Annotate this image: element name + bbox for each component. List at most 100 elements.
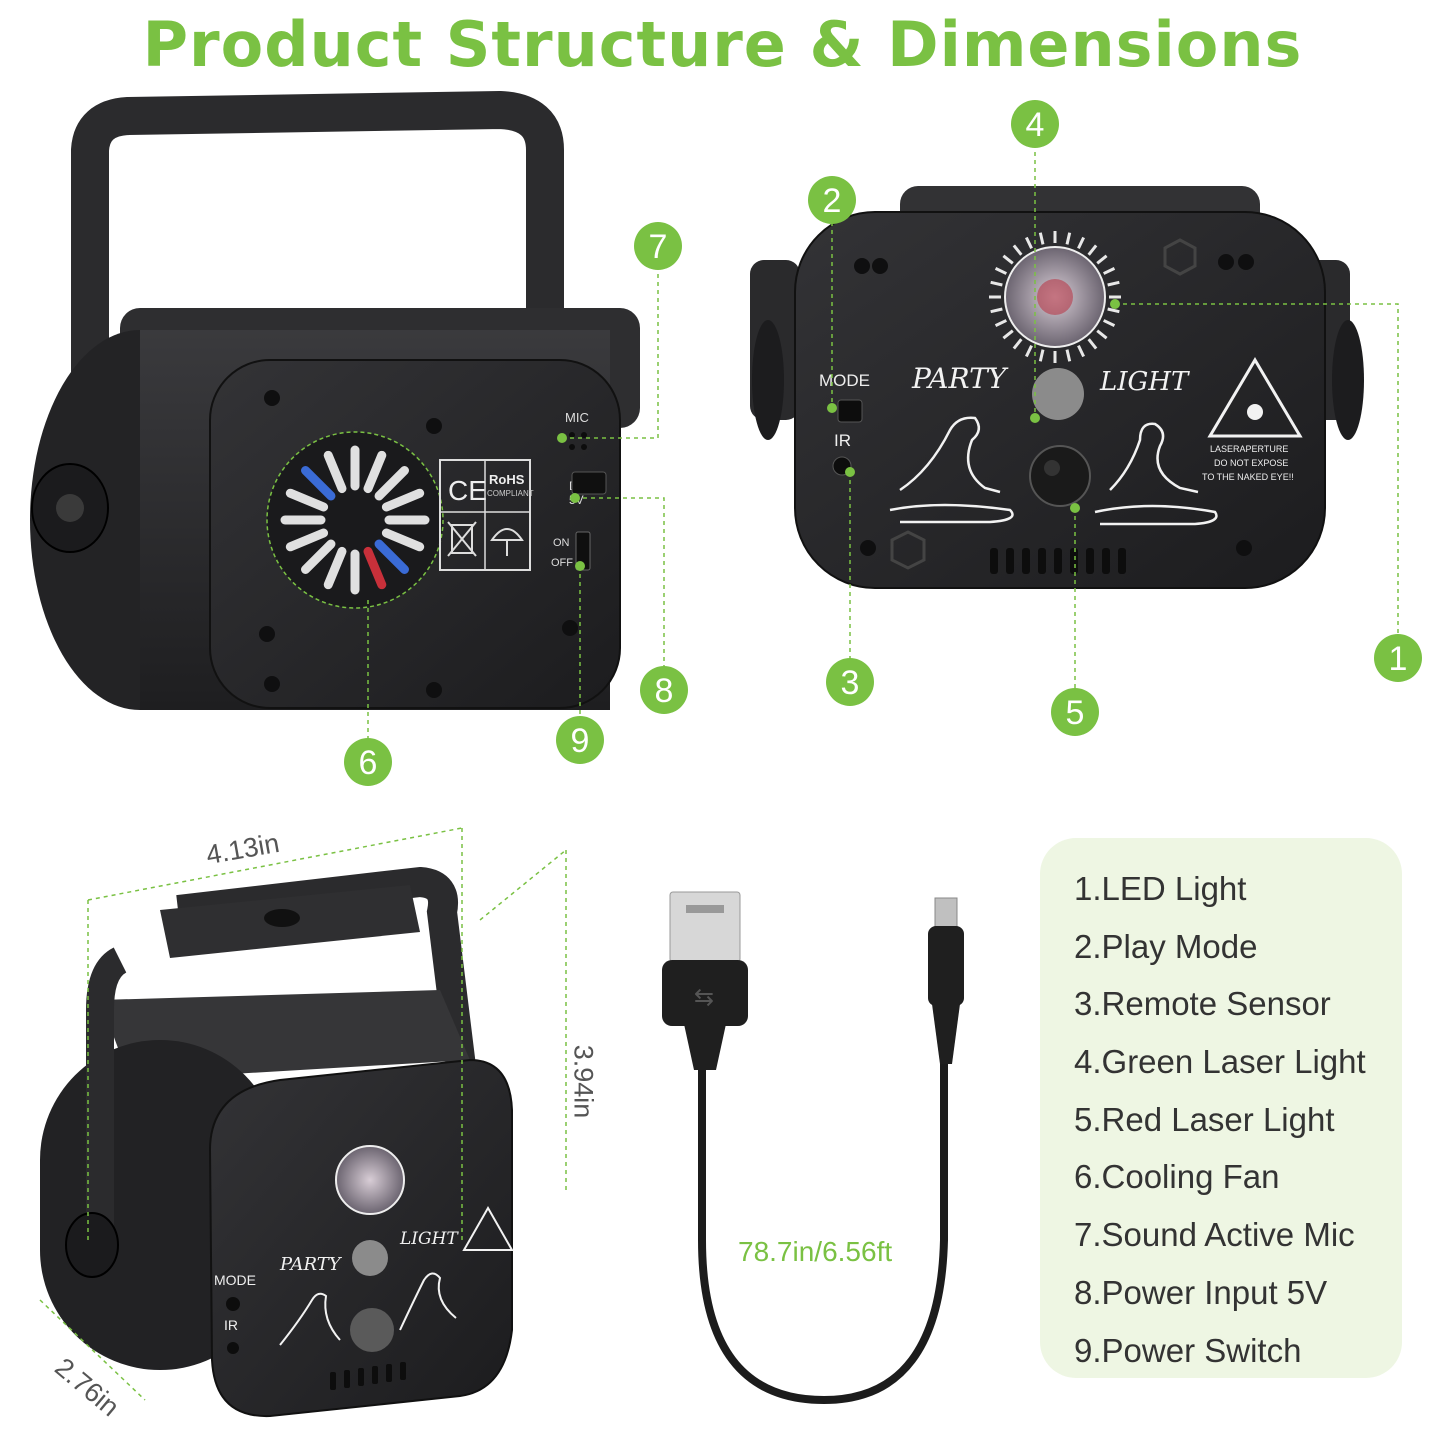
off-label: OFF: [551, 557, 573, 569]
warning-line-2: DO NOT EXPOSE: [1214, 458, 1288, 468]
seal-art-left: [889, 416, 1014, 524]
green-laser-aperture: [1032, 368, 1084, 420]
ir-label: IR: [834, 431, 851, 450]
usb-cable: ⇆: [662, 891, 964, 1405]
sun-ray: [990, 280, 1003, 287]
sun-ray: [1077, 345, 1085, 358]
callout-badge-7: 7: [634, 222, 682, 270]
legend-item: 5.Red Laser Light: [1074, 1100, 1335, 1138]
usb-symbol-icon: ⇆: [694, 983, 714, 1011]
legend-item: 9.Power Switch: [1074, 1331, 1302, 1369]
sun-ray: [1065, 232, 1072, 245]
ce-mark: CE: [448, 475, 487, 506]
legend-item: 7.Sound Active Mic: [1074, 1216, 1355, 1254]
sun-ray: [1002, 254, 1014, 265]
callout-badge-6: 6: [344, 738, 392, 786]
sun-ray: [1107, 307, 1120, 314]
dc-barrel-plug: [934, 897, 958, 929]
warning-line-3: TO THE NAKED EYE!!: [1202, 472, 1294, 482]
callout-leaders: [367, 152, 1399, 738]
page-title: Product Structure & Dimensions: [142, 8, 1303, 81]
callout-number: 7: [649, 228, 668, 266]
callout-number: 5: [1066, 694, 1085, 732]
mic-label: MIC: [565, 410, 589, 425]
cable-length-label: 78.7in/6.56ft: [738, 1236, 893, 1268]
sun-ray: [994, 319, 1007, 327]
dim-party-text: PARTY: [279, 1254, 343, 1275]
fan-blade: [323, 546, 347, 590]
callout-anchor-dots: [557, 299, 1120, 571]
callout-badge-4: 4: [1011, 100, 1059, 148]
red-laser-aperture: [1029, 445, 1091, 507]
sun-ray: [1103, 267, 1116, 275]
umbrella-icon: [490, 528, 524, 556]
sun-ray: [1077, 236, 1085, 249]
on-label: ON: [553, 537, 570, 549]
fan-blade: [285, 488, 329, 512]
sun-ray: [1038, 232, 1045, 245]
dim-mode-label: MODE: [214, 1272, 256, 1288]
warning-line-1: LASERAPERTURE: [1210, 444, 1288, 454]
sun-ray: [1096, 254, 1108, 265]
callout-number: 8: [655, 672, 674, 710]
sun-ray: [1087, 338, 1098, 350]
callout-badge-2: 2: [808, 176, 856, 224]
light-text: LIGHT: [1099, 367, 1190, 397]
sun-ray: [1002, 329, 1014, 340]
fan-blade: [301, 466, 336, 501]
callout-number: 2: [823, 182, 842, 220]
callout-number: 1: [1389, 640, 1408, 678]
dc-power-port[interactable]: [571, 471, 607, 495]
legend-item: 2.Play Mode: [1074, 927, 1258, 965]
legend-item: 3.Remote Sensor: [1074, 985, 1331, 1023]
fan-blade: [374, 539, 409, 574]
sun-ray: [1107, 280, 1120, 287]
fan-blade: [374, 466, 409, 501]
usb-a-plug: [669, 891, 741, 963]
fan-blade: [323, 450, 347, 494]
dimension-height-label: 3.94in: [568, 1044, 599, 1119]
fan-blade: [381, 528, 425, 552]
dimension-view-device: PARTY LIGHT MODE IR: [40, 866, 514, 1418]
sun-ray: [1087, 244, 1098, 256]
dim-ir-label: IR: [224, 1317, 238, 1333]
callout-badge-5: 5: [1051, 688, 1099, 736]
weee-bin-icon: [447, 521, 477, 557]
legend-item: 8.Power Input 5V: [1074, 1273, 1328, 1311]
callout-number: 6: [359, 744, 378, 782]
fan-blade: [381, 488, 425, 512]
rohs-label: RoHS: [489, 472, 525, 487]
legend-item: 6.Cooling Fan: [1074, 1158, 1280, 1196]
callout-badge-8: 8: [640, 666, 688, 714]
sun-ray: [1103, 319, 1116, 327]
sun-ray: [1065, 349, 1072, 362]
callout-number: 4: [1026, 106, 1045, 144]
callout-badge-1: 1: [1374, 634, 1422, 682]
mic-holes: [569, 432, 587, 450]
dimension-lines: [39, 827, 567, 1401]
fan-blade: [301, 539, 336, 574]
sun-ray: [1025, 236, 1033, 249]
callout-badge-9: 9: [556, 716, 604, 764]
party-text: PARTY: [911, 362, 1009, 395]
laser-warning-triangle: [1207, 357, 1303, 438]
callout-number: 9: [571, 722, 590, 760]
mode-button[interactable]: [837, 399, 863, 423]
callout-badges: 1 2 3 4 5 6 7 8 9: [344, 100, 1422, 786]
fan-blade: [285, 528, 329, 552]
fan-blade: [363, 546, 387, 590]
rohs-sub-label: COMPLIANT: [487, 489, 534, 498]
callout-badge-3: 3: [826, 658, 874, 706]
rear-view-device: CE RoHS COMPLIANT MIC DC 5V ON OFF: [30, 91, 640, 710]
sun-ray: [994, 267, 1007, 275]
seal-art-right: [1094, 422, 1218, 526]
legend-item: 1.LED Light: [1074, 870, 1247, 907]
callout-number: 3: [841, 664, 860, 702]
sun-ray: [990, 307, 1003, 314]
mode-label: MODE: [819, 371, 870, 390]
vent-slots: [990, 548, 1126, 574]
sun-ray: [1025, 345, 1033, 358]
